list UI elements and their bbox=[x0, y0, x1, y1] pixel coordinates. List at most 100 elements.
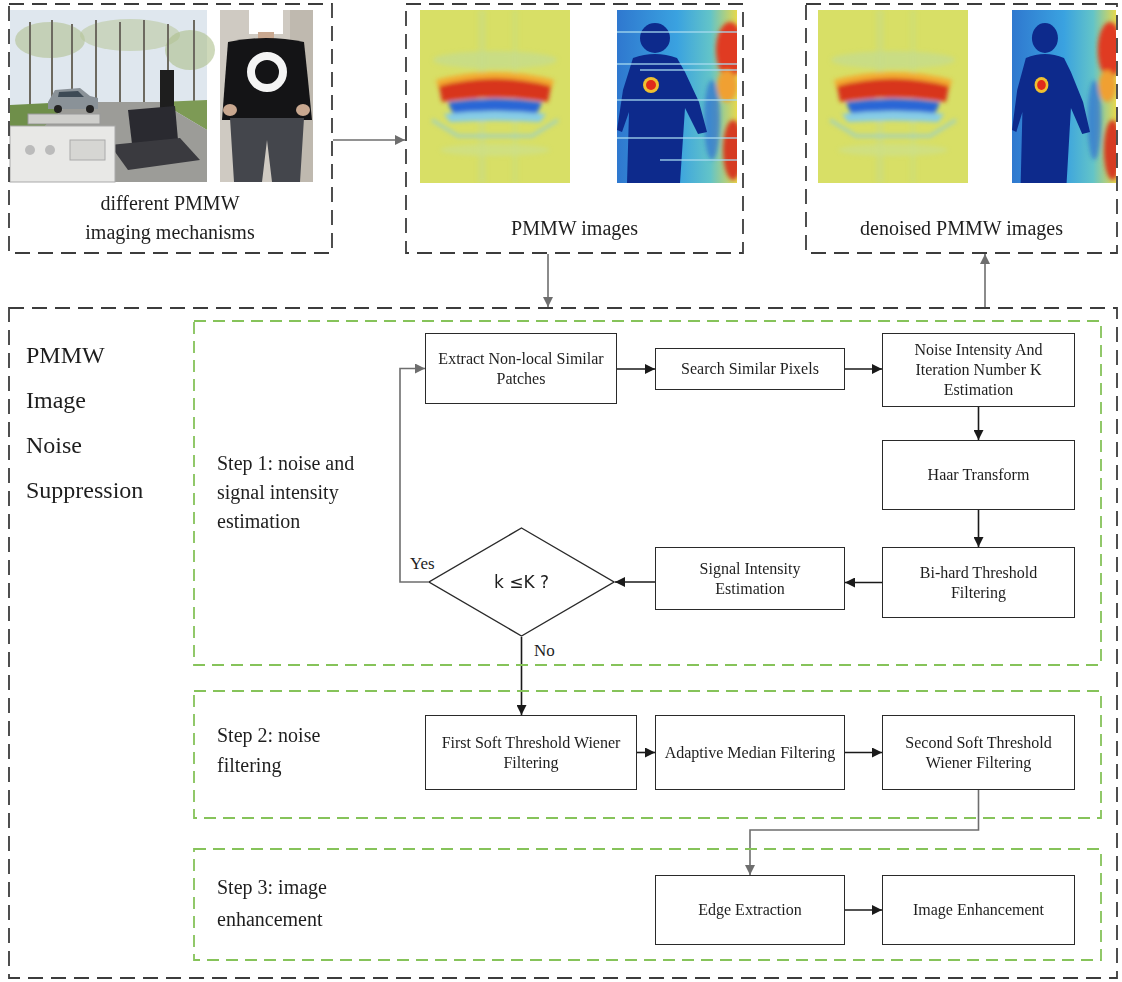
field-photo bbox=[160, 70, 174, 112]
flow-arrow bbox=[637, 752, 655, 754]
box-label: Extract Non-local Similar Patches bbox=[434, 349, 608, 389]
field-photo bbox=[58, 91, 84, 97]
dashed-frame bbox=[8, 3, 333, 254]
process-box: Edge Extraction bbox=[655, 875, 845, 945]
box-label: Edge Extraction bbox=[698, 900, 802, 920]
pmmw-car-image bbox=[420, 10, 570, 183]
step-group: Step 1: noise and signal intensity estim… bbox=[193, 320, 1102, 666]
box-label: Second Soft Threshold Wiener Filtering bbox=[891, 733, 1066, 773]
field-photo bbox=[10, 126, 115, 182]
person-photo bbox=[220, 10, 313, 182]
region-title: PMMW Image Noise Suppression bbox=[26, 333, 143, 513]
field-photo bbox=[143, 20, 145, 102]
flow-arrow bbox=[978, 510, 980, 547]
person-photo bbox=[223, 104, 237, 116]
process-box: First Soft Threshold Wiener Filtering bbox=[425, 715, 637, 790]
box-label: Haar Transform bbox=[928, 465, 1030, 485]
box-label: Signal Intensity Estimation bbox=[664, 559, 836, 599]
pmmw-person-image bbox=[617, 10, 744, 183]
process-box: Haar Transform bbox=[882, 440, 1075, 510]
frame-outline bbox=[9, 308, 1117, 978]
person-photo bbox=[222, 38, 312, 120]
person-photo bbox=[251, 56, 283, 88]
decision-diamond: k ≤K ? bbox=[428, 527, 615, 637]
flow-arrow bbox=[845, 752, 882, 754]
denoised-car-image bbox=[818, 10, 968, 183]
frame-outline bbox=[194, 321, 1101, 665]
input-panel: different PMMW imaging mechanisms bbox=[8, 3, 333, 254]
pmmw-person-image bbox=[660, 159, 737, 161]
denoised-person-image bbox=[1012, 10, 1122, 183]
step-title: Step 3: image enhancement bbox=[217, 871, 367, 935]
pmmw-person-image bbox=[617, 99, 737, 101]
flow-arrow bbox=[750, 790, 979, 875]
box-label: First Soft Threshold Wiener Filtering bbox=[434, 733, 628, 773]
dashed-frame bbox=[405, 3, 744, 254]
frame-outline bbox=[406, 4, 743, 253]
field-photo bbox=[25, 145, 35, 155]
field-photo bbox=[10, 10, 215, 182]
process-box: Image Enhancement bbox=[882, 875, 1075, 945]
pmmw-person-image bbox=[617, 31, 737, 33]
process-box: Adaptive Median Filtering bbox=[655, 715, 845, 790]
field-photo bbox=[15, 22, 85, 58]
field-photo bbox=[54, 105, 62, 113]
box-label: Bi-hard Threshold Filtering bbox=[891, 563, 1066, 603]
flow-arrow bbox=[984, 254, 986, 307]
field-photo bbox=[95, 20, 97, 102]
field-photo bbox=[110, 138, 200, 170]
box-label: Adaptive Median Filtering bbox=[665, 743, 836, 763]
step-group: Step 2: noise filtering First Soft Thresh… bbox=[193, 690, 1102, 819]
field-photo bbox=[70, 140, 105, 160]
field-photo bbox=[10, 102, 207, 182]
field-photo bbox=[193, 20, 195, 101]
pmmw-person-image bbox=[617, 63, 737, 65]
field-photo bbox=[128, 106, 178, 144]
step-title: Step 2: noise filtering bbox=[217, 720, 367, 780]
process-box: Extract Non-local Similar Patches bbox=[425, 333, 617, 404]
flow-arrow bbox=[615, 581, 655, 583]
frame-outline bbox=[194, 691, 1101, 818]
process-box: Bi-hard Threshold Filtering bbox=[882, 547, 1075, 618]
branch-label: No bbox=[532, 641, 557, 661]
panel-caption: different PMMW imaging mechanisms bbox=[75, 189, 265, 247]
flow-arrow bbox=[845, 909, 882, 911]
field-photo bbox=[29, 22, 31, 105]
dashed-frame bbox=[805, 3, 1118, 254]
pmmw-person-image bbox=[617, 137, 737, 139]
person-photo bbox=[220, 10, 313, 182]
decision-label: k ≤K ? bbox=[494, 572, 549, 592]
denoised-person-image bbox=[1012, 10, 1122, 183]
step-group: Step 3: image enhancement Edge Extraction… bbox=[193, 848, 1102, 961]
branch-label: Yes bbox=[408, 554, 437, 574]
field-photo bbox=[45, 145, 55, 155]
field-photo bbox=[51, 20, 53, 104]
flow-arrow bbox=[547, 254, 549, 307]
frame-outline bbox=[9, 4, 332, 253]
process-box: Search Similar Pixels bbox=[655, 348, 845, 390]
panel-caption: denoised PMMW images bbox=[805, 216, 1118, 240]
method-region: PMMW Image Noise SuppressionStep 1: nois… bbox=[8, 307, 1118, 979]
box-label: Image Enhancement bbox=[913, 900, 1044, 920]
flow-arrow bbox=[400, 369, 428, 583]
flow-arrow bbox=[521, 637, 523, 715]
flow-arrow bbox=[978, 407, 980, 440]
process-box: Signal Intensity Estimation bbox=[655, 547, 845, 610]
person-photo bbox=[230, 118, 304, 182]
process-box: Second Soft Threshold Wiener Filtering bbox=[882, 715, 1075, 790]
pmmw-person-image bbox=[617, 32, 737, 160]
image-panel: PMMW images bbox=[405, 3, 744, 254]
pmmw-person-image bbox=[617, 10, 744, 183]
field-photo bbox=[86, 105, 94, 113]
field-photo bbox=[165, 30, 215, 70]
output-panel: denoised PMMW images bbox=[805, 3, 1118, 254]
frame-outline bbox=[806, 4, 1117, 253]
step-title: Step 1: noise and signal intensity estim… bbox=[217, 449, 367, 536]
process-box: Noise Intensity And Iteration Number K E… bbox=[882, 333, 1075, 407]
field-photo bbox=[119, 22, 121, 102]
panel-caption: PMMW images bbox=[405, 216, 744, 240]
diamond-shape bbox=[429, 528, 614, 636]
flow-arrow bbox=[333, 139, 405, 141]
box-label: Noise Intensity And Iteration Number K E… bbox=[891, 340, 1066, 400]
